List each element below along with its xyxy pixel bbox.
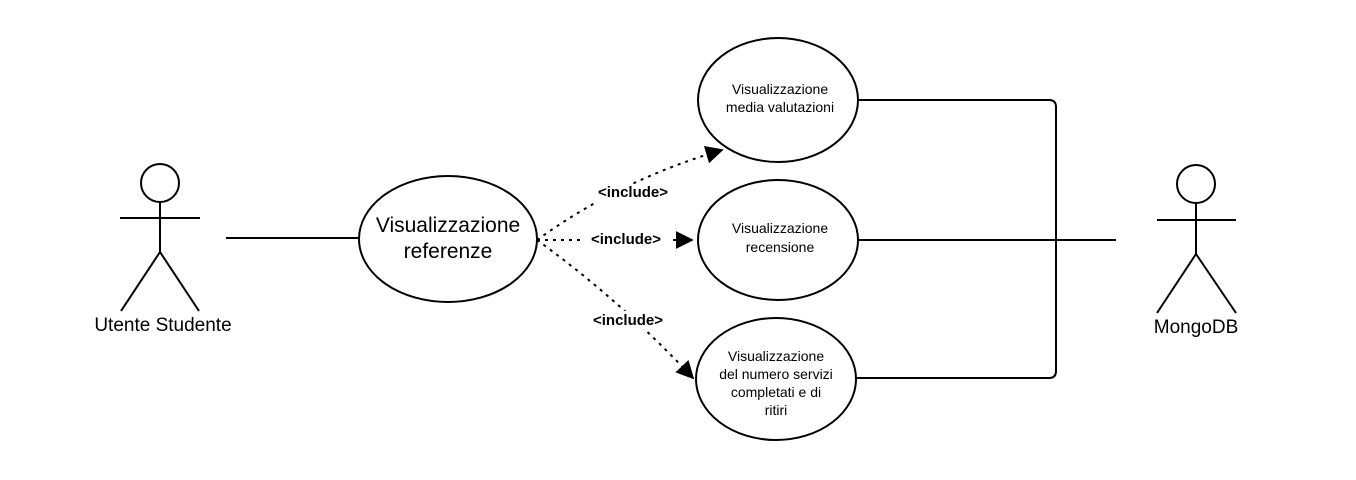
actor-student-right-leg (159, 251, 200, 312)
usecase-numero-label-line2: del numero servizi (719, 366, 833, 382)
include-label-bottom: <include> (593, 312, 663, 329)
actor-db-right-leg (1195, 253, 1237, 314)
include-label-mid-bg (583, 230, 669, 248)
usecase-numero-label-line1: Visualizzazione (728, 348, 824, 364)
include-label-top-bg (590, 184, 676, 202)
include-arrow-bottom (536, 239, 695, 380)
usecase-recensione-label-line1: Visualizzazione (732, 220, 828, 236)
actor-db-left-leg (1156, 253, 1197, 314)
usecase-media-label-line2: media valutazioni (726, 99, 834, 115)
usecase-main-label-line2: referenze (404, 240, 493, 263)
actor-db-label: MongoDB (1154, 317, 1239, 338)
include-arrow-top (536, 145, 724, 241)
actor-student (120, 163, 200, 312)
actor-db (1156, 164, 1237, 314)
include-label-mid: <include> (591, 231, 661, 248)
include-label-top: <include> (598, 184, 668, 201)
usecase-main-ellipse[interactable] (358, 175, 538, 303)
actor-student-head (140, 163, 180, 203)
usecase-main-label-line1: Visualizzazione (376, 214, 520, 237)
include-label-bottom-bg (585, 311, 671, 329)
usecase-numero-label-line3: completati e di (731, 384, 821, 400)
actor-student-label: Utente Studente (94, 315, 231, 336)
usecase-media-label-line1: Visualizzazione (732, 81, 828, 97)
usecase-recensione-label-line2: recensione (746, 239, 815, 255)
usecase-numero-label-line4: ritiri (765, 402, 788, 418)
actor-db-head (1176, 164, 1216, 204)
actor-student-left-leg (120, 251, 161, 312)
